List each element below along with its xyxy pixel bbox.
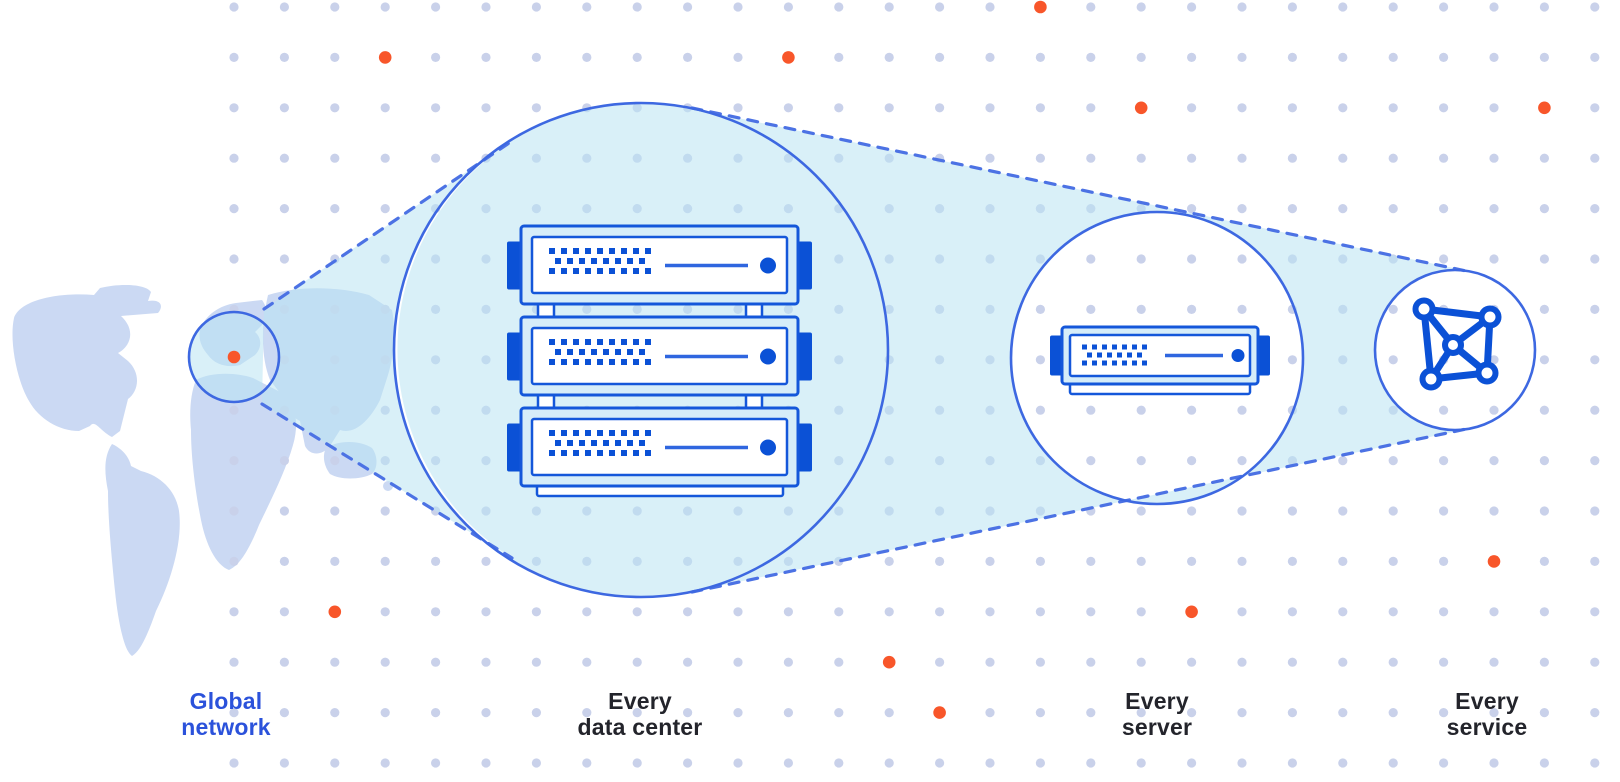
caption-line: Every	[1455, 688, 1519, 714]
caption-line: network	[181, 714, 271, 740]
caption-line: Global	[189, 688, 263, 714]
mesh-node	[1478, 305, 1502, 329]
server-circle	[1009, 210, 1305, 506]
caption-line: Every	[1125, 688, 1189, 714]
server-icon	[1050, 325, 1270, 396]
dash-bottom-left	[260, 402, 514, 560]
map-focus-circle	[187, 310, 281, 404]
caption-every-service: Every service	[1447, 688, 1528, 740]
dot-matrix	[1082, 344, 1147, 366]
location-dot	[227, 350, 241, 364]
service-circle	[1373, 268, 1537, 432]
land-south-america	[105, 444, 180, 656]
magnifier-dashed-lines	[260, 106, 1473, 594]
server-unit-single	[1050, 325, 1270, 386]
data-center-circle	[392, 101, 890, 599]
caption-line: Every	[608, 688, 672, 714]
land-north-america	[12, 284, 161, 437]
dash-bottom-right	[690, 426, 1473, 594]
dot-matrix	[549, 430, 651, 456]
mesh-node	[1412, 297, 1436, 321]
caption-line: data center	[577, 714, 703, 740]
accent-dots	[328, 0, 1551, 719]
mesh-node	[1419, 367, 1443, 391]
caption-line: service	[1446, 714, 1528, 740]
mesh-node-center	[1442, 334, 1464, 356]
mesh-node	[1475, 361, 1499, 385]
server-stack-icon	[507, 224, 812, 498]
dot-matrix	[549, 248, 651, 274]
dot-matrix	[549, 339, 651, 365]
dash-top-right	[690, 106, 1473, 274]
lens-circles	[187, 101, 1537, 599]
caption-global-network: Global network	[181, 688, 271, 740]
server-units	[507, 224, 812, 488]
caption-every-server: Every server	[1122, 688, 1192, 740]
magnifier-beam	[189, 103, 1535, 597]
dash-top-left	[262, 139, 514, 311]
caption-every-data-center: Every data center	[578, 688, 703, 740]
caption-line: server	[1121, 714, 1193, 740]
mesh-network-icon	[1412, 297, 1502, 391]
land-africa	[190, 373, 297, 570]
